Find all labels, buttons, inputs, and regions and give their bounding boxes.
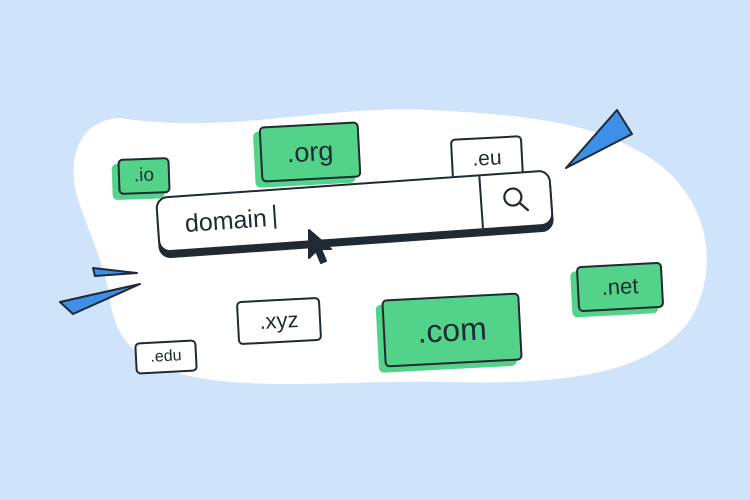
search-bar: domain [155, 169, 556, 280]
search-input[interactable]: domain [155, 169, 554, 253]
domain-tag-xyz[interactable]: .xyz [235, 296, 323, 346]
domain-tag-com[interactable]: .com [381, 292, 523, 368]
domain-tag-xyz-label: .xyz [258, 306, 300, 335]
search-icon [503, 187, 530, 212]
domain-tag-io-label: .io [133, 164, 155, 187]
domain-tag-net[interactable]: .net [575, 261, 665, 313]
domain-tag-edu-label: .edu [149, 347, 182, 366]
domain-tag-edu[interactable]: .edu [134, 339, 198, 375]
text-caret [272, 204, 277, 229]
domain-tag-net-label: .net [600, 273, 639, 300]
search-query-text: domain [184, 204, 277, 239]
mouse-pointer-icon [308, 229, 332, 264]
search-button[interactable] [480, 172, 551, 229]
domain-tag-com-label: .com [416, 309, 488, 350]
domain-tag-io[interactable]: .io [117, 157, 171, 195]
domain-tag-org[interactable]: .org [258, 121, 362, 183]
domain-tag-eu-label: .eu [471, 146, 503, 171]
domain-tag-org-label: .org [285, 135, 334, 168]
